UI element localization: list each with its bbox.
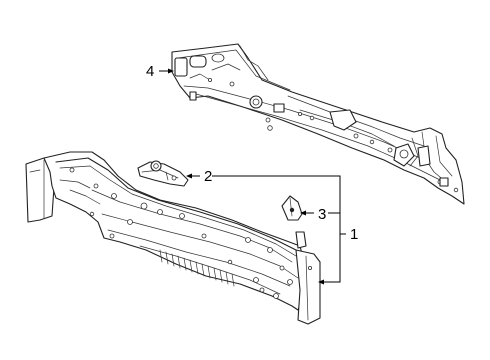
rear-end-panel-part	[25, 151, 321, 325]
callout-4-label: 4	[146, 63, 154, 80]
callout-1: 1	[212, 175, 358, 285]
callout-4: 4	[146, 63, 174, 80]
clip-part	[281, 195, 303, 221]
bracket-part	[137, 160, 189, 187]
callout-2: 2	[186, 168, 212, 185]
callout-2-label: 2	[204, 168, 212, 185]
callout-3-label: 3	[318, 206, 326, 223]
upper-rear-panel-part	[171, 43, 465, 205]
callout-1-label: 1	[350, 226, 358, 243]
callout-3: 3	[300, 206, 326, 223]
